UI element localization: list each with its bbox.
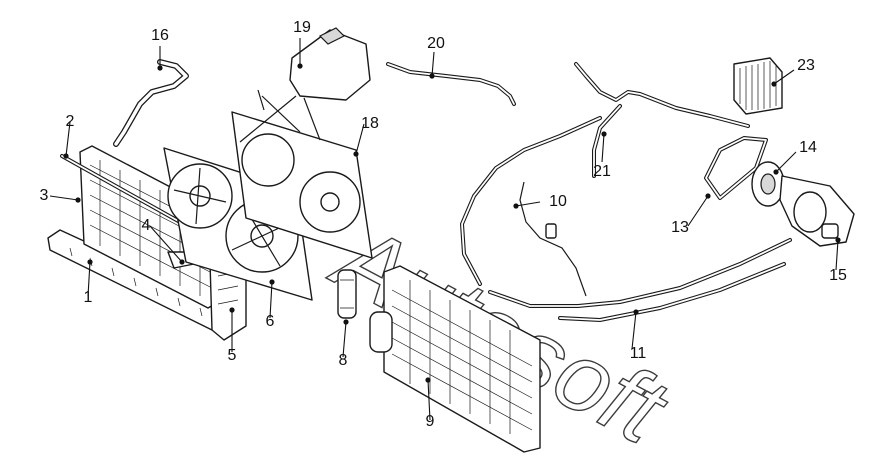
callout-4: 4	[142, 217, 151, 234]
receiver-drier	[337, 269, 357, 319]
callout-18: 18	[361, 115, 379, 132]
callout-20: 20	[427, 35, 445, 52]
callout-1: 1	[84, 289, 93, 306]
fan-housing-rear	[231, 89, 373, 259]
heater-hose	[386, 62, 516, 106]
compressor	[779, 175, 855, 247]
callout-21: 21	[593, 163, 611, 180]
callouts: 1 2 3 4 5 6 8 9 10 11 13 14 15 16 18 19 …	[40, 19, 847, 430]
callout-8: 8	[339, 352, 348, 369]
drive-belt	[704, 136, 768, 200]
callout-14: 14	[799, 139, 817, 156]
callout-10: 10	[549, 193, 567, 210]
pressure-switch	[519, 181, 587, 297]
callout-11: 11	[630, 345, 647, 362]
expansion-tank	[239, 27, 371, 143]
condenser	[369, 265, 541, 453]
callout-6: 6	[266, 313, 275, 330]
callout-19: 19	[293, 19, 311, 36]
callout-5: 5	[228, 347, 237, 364]
compressor-hoses	[488, 238, 792, 322]
cabin-filter	[733, 57, 783, 115]
radiator-hose	[113, 59, 189, 147]
callout-13: 13	[671, 219, 689, 236]
callout-3: 3	[40, 187, 49, 204]
leader-lines	[49, 38, 841, 421]
ac-pipe-assembly	[460, 62, 750, 286]
callout-23: 23	[797, 57, 815, 74]
callout-2: 2	[66, 113, 75, 130]
seal-strip	[60, 154, 182, 224]
callout-9: 9	[426, 413, 435, 430]
callout-15: 15	[829, 267, 847, 284]
callout-16: 16	[151, 27, 169, 44]
